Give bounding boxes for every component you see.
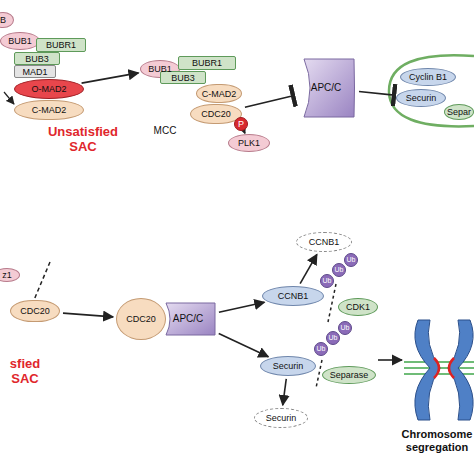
- ubiquitin-circle: Ub: [326, 331, 340, 345]
- inhibition-connector: [359, 91, 394, 95]
- spindle-fiber: [404, 367, 474, 369]
- node-text: Securin: [266, 413, 297, 423]
- node-text: Ub: [323, 276, 332, 286]
- protein-oval: Securin: [396, 89, 446, 107]
- node-text: PLK1: [238, 138, 260, 148]
- node-text: BUB3: [25, 54, 49, 64]
- kinetochore-arc: [434, 358, 439, 378]
- inhibition-connector: [245, 96, 293, 107]
- node-text: BUB1: [148, 64, 172, 74]
- spindle-fiber: [404, 373, 474, 375]
- protein-oval: BUB1: [0, 32, 40, 50]
- node-text: P: [238, 119, 244, 129]
- protein-oval: CDK1: [338, 298, 378, 316]
- node-text: O-MAD2: [31, 84, 66, 94]
- node-text: CDC20: [201, 109, 231, 119]
- protein-shape: CDC20: [10, 300, 60, 322]
- ubiquitin-circle: Ub: [344, 253, 358, 267]
- arrow-connector: [82, 73, 139, 83]
- complex-shape: APC/C: [160, 302, 216, 336]
- ubiquitin-circle: Ub: [320, 274, 334, 288]
- node-text: Securin: [406, 93, 437, 103]
- arrow-connector: [219, 333, 269, 356]
- node-text: Ub: [329, 333, 338, 343]
- complex-fill: [304, 59, 355, 117]
- node-text: BUBR1: [192, 58, 222, 68]
- node-text: Separase: [330, 370, 369, 380]
- protein-shape: C-MAD2: [196, 84, 242, 103]
- complex-fill: [166, 303, 215, 335]
- complex-label: MCC: [150, 125, 180, 137]
- spindle-fiber: [404, 361, 474, 363]
- chromatid: [415, 320, 440, 420]
- node-text: CDC20: [20, 306, 50, 316]
- protein-box: BUBR1: [36, 38, 86, 52]
- caption-label: sfied SAC: [0, 356, 50, 386]
- arrow-connector: [63, 313, 113, 317]
- protein-oval: Separase: [322, 366, 376, 384]
- ubiquitin-circle: Ub: [314, 342, 328, 356]
- node-text: Ub: [335, 265, 344, 275]
- node-text: Ub: [341, 323, 350, 333]
- node-text: Ub: [317, 344, 326, 354]
- arrow-connector: [219, 302, 264, 312]
- protein-box: BUBR1: [178, 56, 236, 70]
- node-text: Securin: [273, 361, 304, 371]
- arrow-connector: [300, 254, 317, 283]
- ubiquitin-circle: Ub: [338, 321, 352, 335]
- node-text: CCNB1: [309, 237, 340, 247]
- node-text: CDC20: [126, 314, 156, 324]
- node-text: MAD1: [22, 67, 47, 77]
- node-text: C-MAD2: [32, 105, 67, 115]
- arrow-connector: [283, 379, 287, 405]
- chromatid: [448, 320, 473, 420]
- complex-shape: APC/C: [296, 58, 356, 118]
- protein-shape: C-MAD2: [14, 100, 84, 120]
- node-text: z1: [2, 270, 12, 280]
- cleavage-line: [328, 284, 336, 322]
- node-text: C-MAD2: [202, 89, 237, 99]
- phospho-circle: P: [234, 117, 248, 131]
- degraded-oval: CCNB1: [296, 232, 352, 252]
- node-text: CDK1: [346, 302, 370, 312]
- protein-oval: CCNB1: [262, 286, 324, 306]
- small-arrow: [4, 92, 14, 104]
- ubiquitin-circle: Ub: [332, 263, 346, 277]
- node-text: Ub: [347, 255, 356, 265]
- protein-box: BUB3: [14, 52, 60, 65]
- protein-oval: Separ: [444, 104, 474, 120]
- flow-arrow: [378, 359, 402, 361]
- protein-shape: CDC20: [116, 298, 166, 340]
- kinetochore-arc: [449, 358, 454, 378]
- protein-oval: O-MAD2: [14, 79, 84, 99]
- arrow-connector: [243, 131, 245, 133]
- node-text: BUB1: [8, 36, 32, 46]
- complex-bracket: [389, 55, 474, 126]
- protein-oval: z1: [0, 268, 20, 282]
- node-text: BUB3: [171, 73, 195, 83]
- degraded-oval: Securin: [254, 408, 308, 428]
- node-text: APC/C: [173, 314, 204, 324]
- protein-oval: Securin: [260, 356, 316, 376]
- caption-label: Chromosome segregation: [400, 428, 474, 454]
- protein-oval: B: [0, 12, 14, 28]
- node-text: CCNB1: [278, 291, 309, 301]
- protein-oval: PLK1: [228, 134, 270, 152]
- protein-box: MAD1: [14, 65, 56, 78]
- node-text: BUBR1: [46, 40, 76, 50]
- node-text: Cyclin B1: [409, 72, 447, 82]
- protein-oval: Cyclin B1: [400, 68, 456, 86]
- node-text: Separ: [447, 107, 471, 117]
- dissociation-line: [34, 262, 50, 300]
- node-text: B: [0, 15, 6, 25]
- caption-label: Unsatisfied SAC: [38, 124, 128, 154]
- node-text: APC/C: [311, 83, 342, 93]
